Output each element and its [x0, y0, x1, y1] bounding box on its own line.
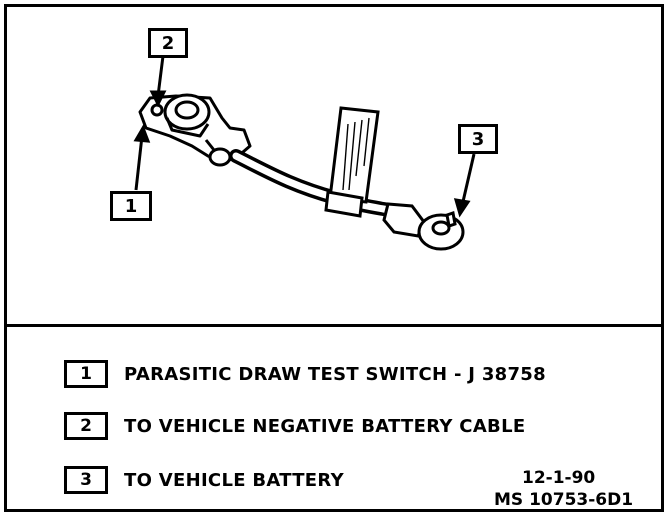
legend-item-2: 2 TO VEHICLE NEGATIVE BATTERY CABLE	[64, 412, 525, 440]
legend-text: TO VEHICLE BATTERY	[124, 469, 344, 491]
legend-item-1: 1 PARASITIC DRAW TEST SWITCH - J 38758	[64, 360, 546, 388]
figure-date: 12-1-90	[522, 468, 596, 488]
callout-leaders	[133, 55, 476, 218]
figure-divider	[4, 324, 664, 327]
legend-text: TO VEHICLE NEGATIVE BATTERY CABLE	[124, 415, 526, 437]
clamp-stud	[150, 103, 164, 117]
legend-number: 2	[64, 412, 108, 440]
figure-code: MS 10753-6D1	[494, 490, 634, 510]
instruction-tag	[328, 106, 380, 204]
tag-band	[324, 190, 364, 218]
callout-1: 1	[110, 191, 152, 221]
switch-illustration	[133, 55, 476, 251]
figure-frame	[4, 4, 664, 512]
legend-text: PARASITIC DRAW TEST SWITCH - J 38758	[124, 363, 546, 385]
legend-number: 3	[64, 466, 108, 494]
callout-2: 2	[148, 28, 188, 58]
switch-cable	[229, 149, 407, 219]
callout-3: 3	[458, 124, 498, 154]
legend-item-3: 3 TO VEHICLE BATTERY	[64, 466, 344, 494]
ring-terminal	[382, 202, 465, 251]
legend-number: 1	[64, 360, 108, 388]
